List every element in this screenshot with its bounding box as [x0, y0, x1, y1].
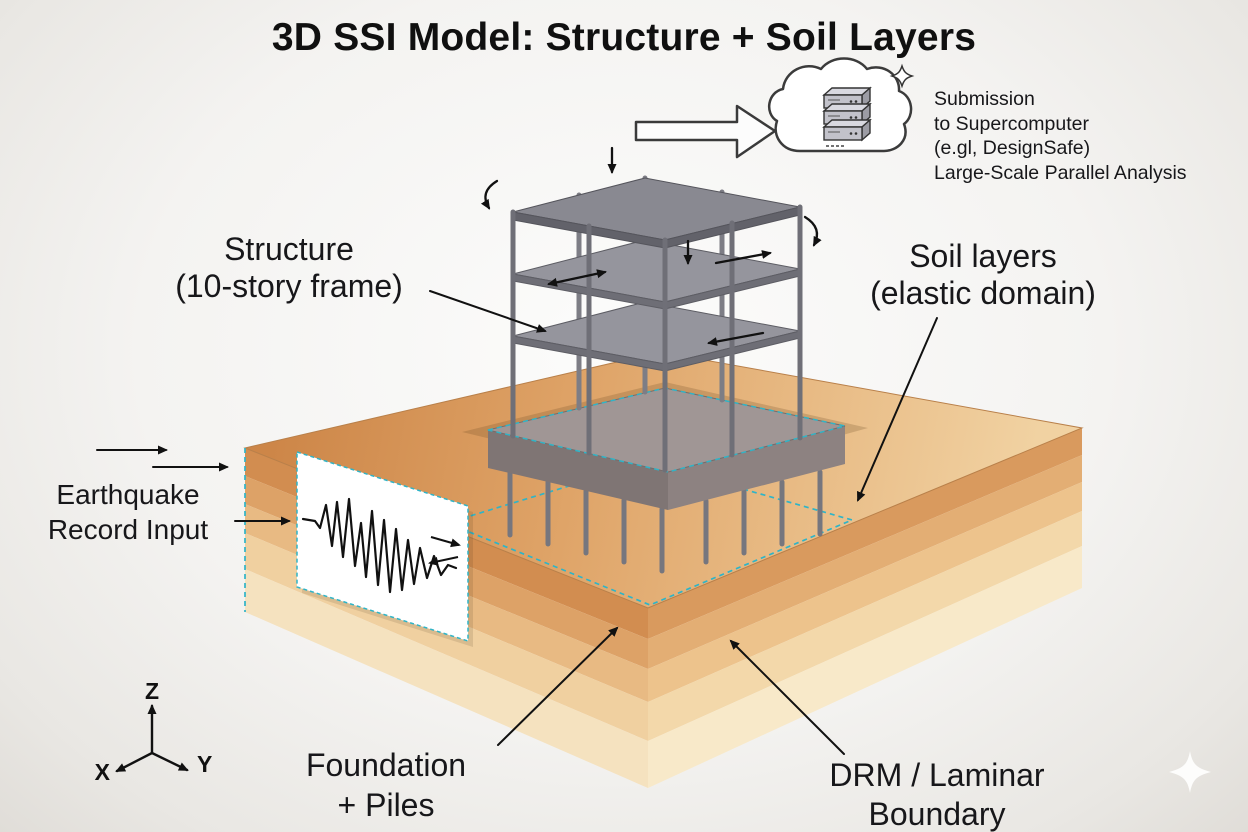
seismograph-icon [296, 450, 473, 647]
diagram-title: 3D SSI Model: Structure + Soil Layers [271, 16, 977, 59]
piles [507, 469, 823, 574]
earthquake-input-label-line2: Record Input [47, 514, 209, 545]
structure-label-line1: Structure [224, 231, 354, 267]
drm-arrow [729, 639, 845, 755]
soil-arrow [857, 317, 938, 502]
earthquake-input-label: Earthquake Record Input [18, 477, 238, 547]
annotation-arrows [96, 290, 938, 755]
foundation-piles-label: Foundation + Piles [275, 745, 497, 825]
waveform [301, 497, 458, 594]
server-stack-icon [822, 86, 872, 147]
axis-y-label: Y [197, 751, 212, 777]
drm-boundary-label-line2: Boundary [868, 796, 1006, 832]
waveform-arrows [428, 536, 461, 566]
supercomputer-label-line1: Submission [934, 88, 1035, 110]
floor-slab-2 [512, 301, 801, 372]
soil-layers-label: Soil layers (elastic domain) [838, 238, 1128, 312]
axis-x-label: X [95, 759, 111, 785]
building-frame [510, 175, 803, 473]
block-arrow-icon [634, 104, 777, 159]
supercomputer-label-line4: Large-Scale Parallel Analysis [934, 161, 1187, 184]
soil-layers-label-line1: Soil layers [909, 238, 1057, 274]
structure-arrow [429, 290, 547, 333]
axis-z-label: Z [145, 678, 159, 704]
cloud-icon [767, 57, 915, 153]
foundation-dashed-outline [487, 387, 846, 473]
supercomputer-label-line2: to Supercomputer [934, 112, 1090, 135]
earthquake-input-label-line1: Earthquake [56, 479, 200, 510]
sparkle-icon [889, 63, 915, 89]
roof-slab [512, 177, 801, 249]
drm-boundary-label-line1: DRM / Laminar [829, 757, 1045, 793]
structure-label: Structure (10-story frame) [138, 231, 440, 305]
load-arrows [480, 146, 822, 346]
supercomputer-label: Submission to Supercomputer (e.gl, Desig… [934, 87, 1246, 185]
sparkle-icon [1169, 751, 1211, 793]
axis-triad-icon [115, 704, 189, 773]
soil-layers-label-line2: (elastic domain) [870, 275, 1096, 312]
foundation-arrow [497, 626, 619, 746]
building-columns-front [510, 204, 803, 473]
drm-boundary-label: DRM / Laminar Boundary [788, 756, 1086, 832]
soil-right-face [648, 428, 1082, 788]
drm-dashed-boundary [244, 448, 855, 612]
foundation-piles-label-line2: + Piles [337, 787, 435, 823]
supercomputer-label-line3: (e.gl, DesignSafe) [934, 137, 1091, 160]
floor-slab-1 [512, 239, 801, 310]
foundation-piles-label-line1: Foundation [305, 747, 467, 783]
structure-label-line2: (10-story frame) [175, 268, 403, 305]
